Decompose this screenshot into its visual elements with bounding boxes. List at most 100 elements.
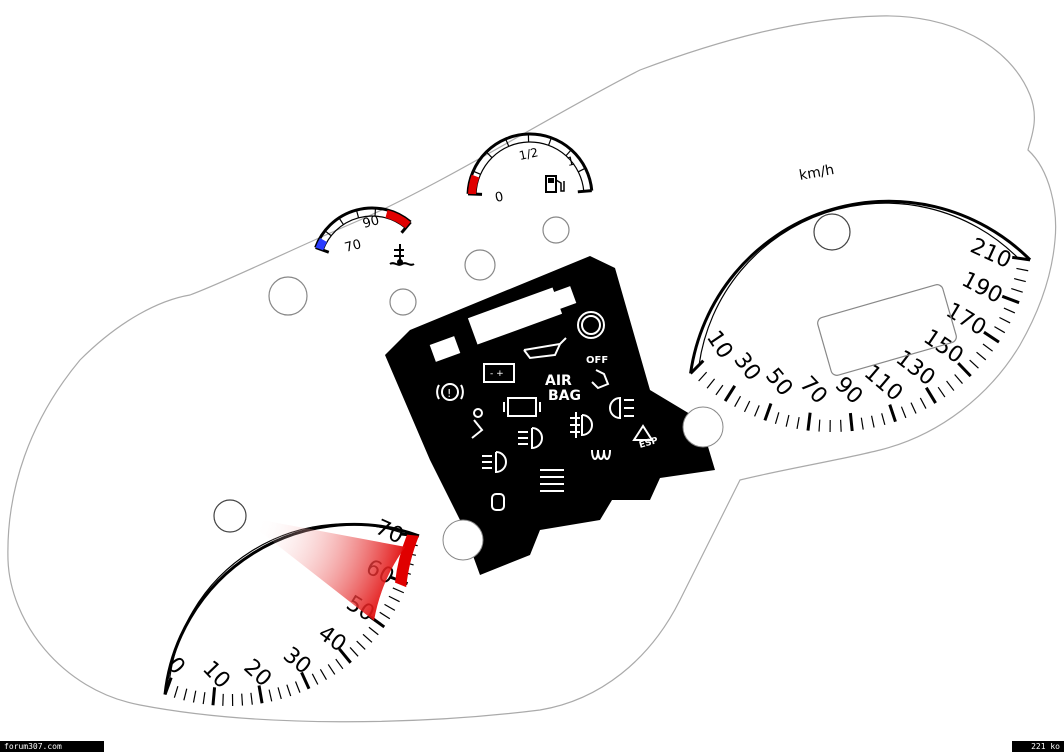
minor-tick [982,343,993,352]
minor-tick [368,626,379,636]
high-beam-icon [482,451,507,474]
warning-light-panel: ! - + [385,256,724,575]
tachometer-hub [213,499,247,533]
major-tick [257,685,264,704]
fuel-filter-icon [491,493,505,511]
minor-tick [1013,278,1026,283]
minor-tick [485,151,493,159]
major-tick [211,687,217,706]
major-tick [577,189,592,194]
major-tick [983,330,1000,344]
odometer-window [817,284,957,376]
minor-tick [818,419,821,432]
airbag-off-label: OFF [586,355,608,366]
minor-tick [548,137,552,146]
minor-tick [384,603,396,611]
footer-site-label: forum307.com [0,741,104,752]
minor-tick [311,673,319,685]
minor-tick [392,587,405,594]
engine-check-icon [503,397,541,417]
major-tick [689,359,705,375]
minor-tick [715,384,724,396]
minor-tick [698,371,708,382]
minor-tick [946,380,955,391]
fuel-label: 0 [494,190,505,206]
gauge-label: 30 [728,348,765,385]
minor-tick [910,402,917,414]
svg-text:- +: - + [490,369,504,379]
airbag-off-icon [591,369,610,390]
minor-tick [870,415,875,428]
minor-tick [734,395,742,408]
minor-tick [1003,307,1016,314]
major-tick [763,402,773,421]
minor-tick [268,689,273,702]
minor-tick [994,326,1006,334]
minor-tick [338,217,344,225]
temp-label: 70 [343,237,363,256]
minor-tick [355,209,360,218]
minor-tick [1011,288,1023,293]
minor-tick [183,688,188,701]
fuel-label: 1 [566,154,576,169]
minor-tick [900,406,907,419]
airbag-label-line2: BAG [548,388,581,404]
gauge-label: 70 [794,372,831,410]
major-tick [957,362,972,378]
major-tick [806,412,812,431]
minor-tick [969,359,979,369]
minor-tick [286,684,292,697]
minor-tick [976,351,987,361]
major-tick [924,386,937,404]
minor-tick [785,414,790,427]
minor-tick [743,400,751,413]
minor-tick [774,412,780,425]
low-beam-icon [518,427,543,450]
minor-tick [362,633,373,643]
minor-tick [860,417,864,430]
seatbelt-icon [471,408,484,439]
speedometer-hub [813,213,851,251]
gauge-label: 0 [162,653,190,680]
gauge-label: 30 [278,643,315,680]
temp-label: 90 [361,213,381,232]
minor-tick [356,640,366,650]
mount-hole [389,288,417,316]
front-fog-icon [570,412,593,438]
minor-tick [250,692,253,705]
minor-tick [505,138,510,147]
footer-size-label: 221 ko [1012,741,1064,752]
cold-zone [315,238,327,251]
gauge-label: 10 [197,656,234,694]
major-tick [723,385,737,402]
rear-fog-icon [609,396,634,420]
handbrake-icon: ! [436,383,464,401]
water-in-fuel-icon [540,469,564,492]
minor-tick [881,413,886,426]
minor-tick [335,658,344,670]
fuel-low-zone [468,174,480,195]
redline-zone [395,534,419,588]
glow-plug-icon [591,449,611,460]
minor-tick [919,397,927,409]
minor-tick [796,416,800,430]
minor-tick [1016,267,1029,272]
gauge-label: 40 [313,621,350,658]
minor-tick [379,611,391,620]
minor-tick [241,693,244,706]
hot-zone [385,210,411,229]
mount-hole [268,276,308,316]
dial-outline [7,15,1057,723]
gauge-label: 190 [958,267,1007,309]
airbag-label-line1: AIR [545,373,572,389]
esp-warning-icon [632,424,654,441]
minor-tick [999,316,1011,324]
major-tick [338,647,352,664]
major-tick [848,412,854,432]
minor-tick [937,386,946,398]
brake-circle-icon [577,311,605,339]
